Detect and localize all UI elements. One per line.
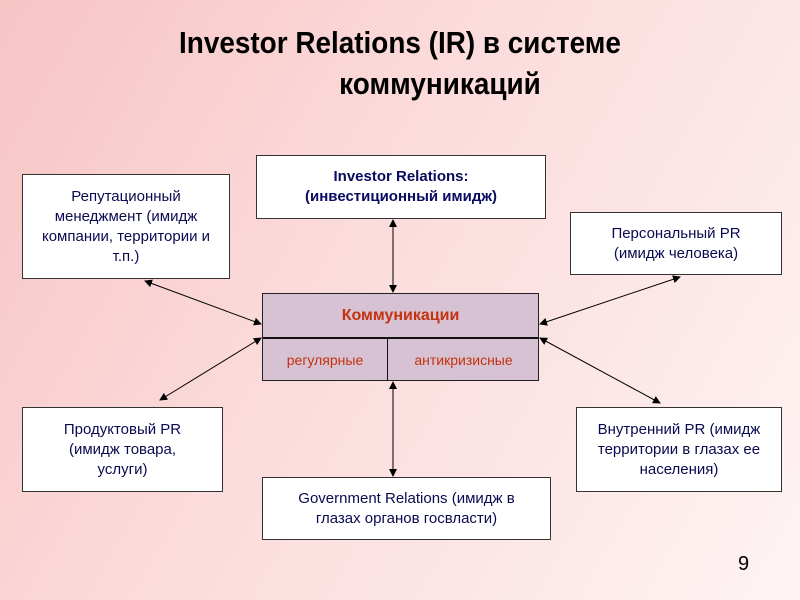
personal-pr-box: Персональный PR (имидж человека): [570, 212, 782, 275]
regular-cell: регулярные: [263, 339, 388, 381]
page-number: 9: [738, 553, 750, 575]
communications-title: Коммуникации: [263, 294, 538, 339]
internal-pr-box: Внутренний PR (имидж территории в глазах…: [576, 407, 782, 492]
product-pr-box: Продуктовый PR (имидж товара, услуги): [22, 407, 223, 492]
reputation-management-box: Репутационный менеджмент (имидж компании…: [22, 174, 230, 279]
investor-line1: Investor Relations:: [333, 168, 469, 185]
government-relations-box: Government Relations (имидж в глазах орг…: [262, 477, 551, 540]
arrow-personal: [539, 275, 681, 326]
investor-line2: (инвестиционный имидж): [305, 188, 497, 205]
arrow-reputation: [144, 279, 262, 326]
arrow-internal: [539, 337, 661, 404]
slide-title-line2: коммуникаций: [339, 66, 541, 101]
crisis-cell: антикризисные: [414, 352, 513, 368]
investor-relations-box: Investor Relations: (инвестиционный имид…: [256, 155, 546, 219]
slide-title-line1: Investor Relations (IR) в системе: [179, 25, 621, 60]
arrow-product: [159, 337, 262, 401]
communications-box: Коммуникации регулярные антикризисные: [262, 293, 539, 381]
